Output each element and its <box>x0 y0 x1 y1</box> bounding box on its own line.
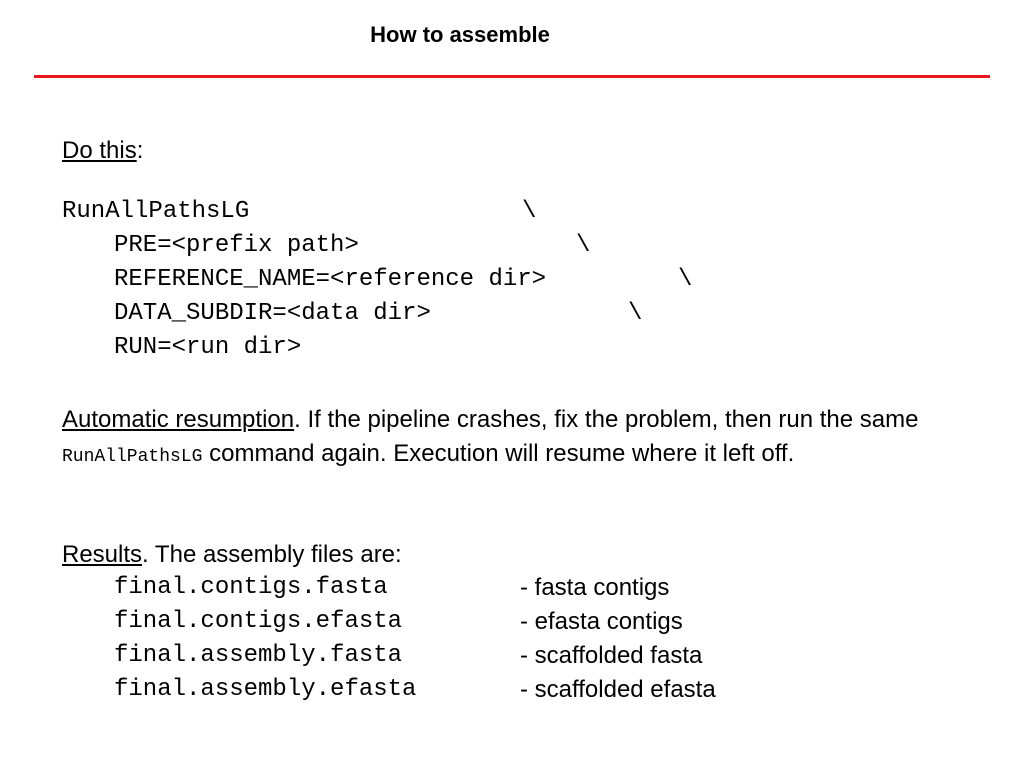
command-arg-reference-name: REFERENCE_NAME=<reference dir> <box>114 266 547 293</box>
page-title: How to assemble <box>370 22 550 47</box>
command-arg-data-subdir: DATA_SUBDIR=<data dir> <box>114 300 431 327</box>
continuation-backslash: \ <box>576 232 591 259</box>
resumption-text-before: . If the pipeline crashes, fix the probl… <box>294 406 919 433</box>
do-this-heading: Do this: <box>62 137 143 165</box>
resumption-text-after: command again. Execution will resume whe… <box>202 440 795 467</box>
file-description: - fasta contigs <box>520 574 670 601</box>
continuation-backslash: \ <box>628 300 643 327</box>
resumption-label: Automatic resumption <box>62 406 295 433</box>
resumption-command: RunAllPathsLG <box>62 447 203 467</box>
command-arg-pre: PRE=<prefix path> <box>114 232 359 259</box>
file-name: final.assembly.efasta <box>114 676 417 703</box>
do-this-label: Do this <box>62 137 137 164</box>
results-heading: Results. The assembly files are: <box>62 541 402 569</box>
file-description: - efasta contigs <box>520 608 683 635</box>
results-label: Results <box>62 541 143 568</box>
file-description: - scaffolded fasta <box>520 642 703 669</box>
file-description: - scaffolded efasta <box>520 676 716 703</box>
resumption-paragraph: Automatic resumption. If the pipeline cr… <box>62 403 962 474</box>
command-arg-run: RUN=<run dir> <box>114 334 302 361</box>
results-text: . The assembly files are: <box>142 541 402 568</box>
title-divider <box>34 75 990 78</box>
do-this-suffix: : <box>136 137 144 164</box>
command-name: RunAllPathsLG <box>62 198 250 225</box>
file-name: final.assembly.fasta <box>114 642 403 669</box>
continuation-backslash: \ <box>522 198 537 225</box>
file-name: final.contigs.fasta <box>114 574 388 601</box>
continuation-backslash: \ <box>678 266 693 293</box>
file-name: final.contigs.efasta <box>114 608 403 635</box>
